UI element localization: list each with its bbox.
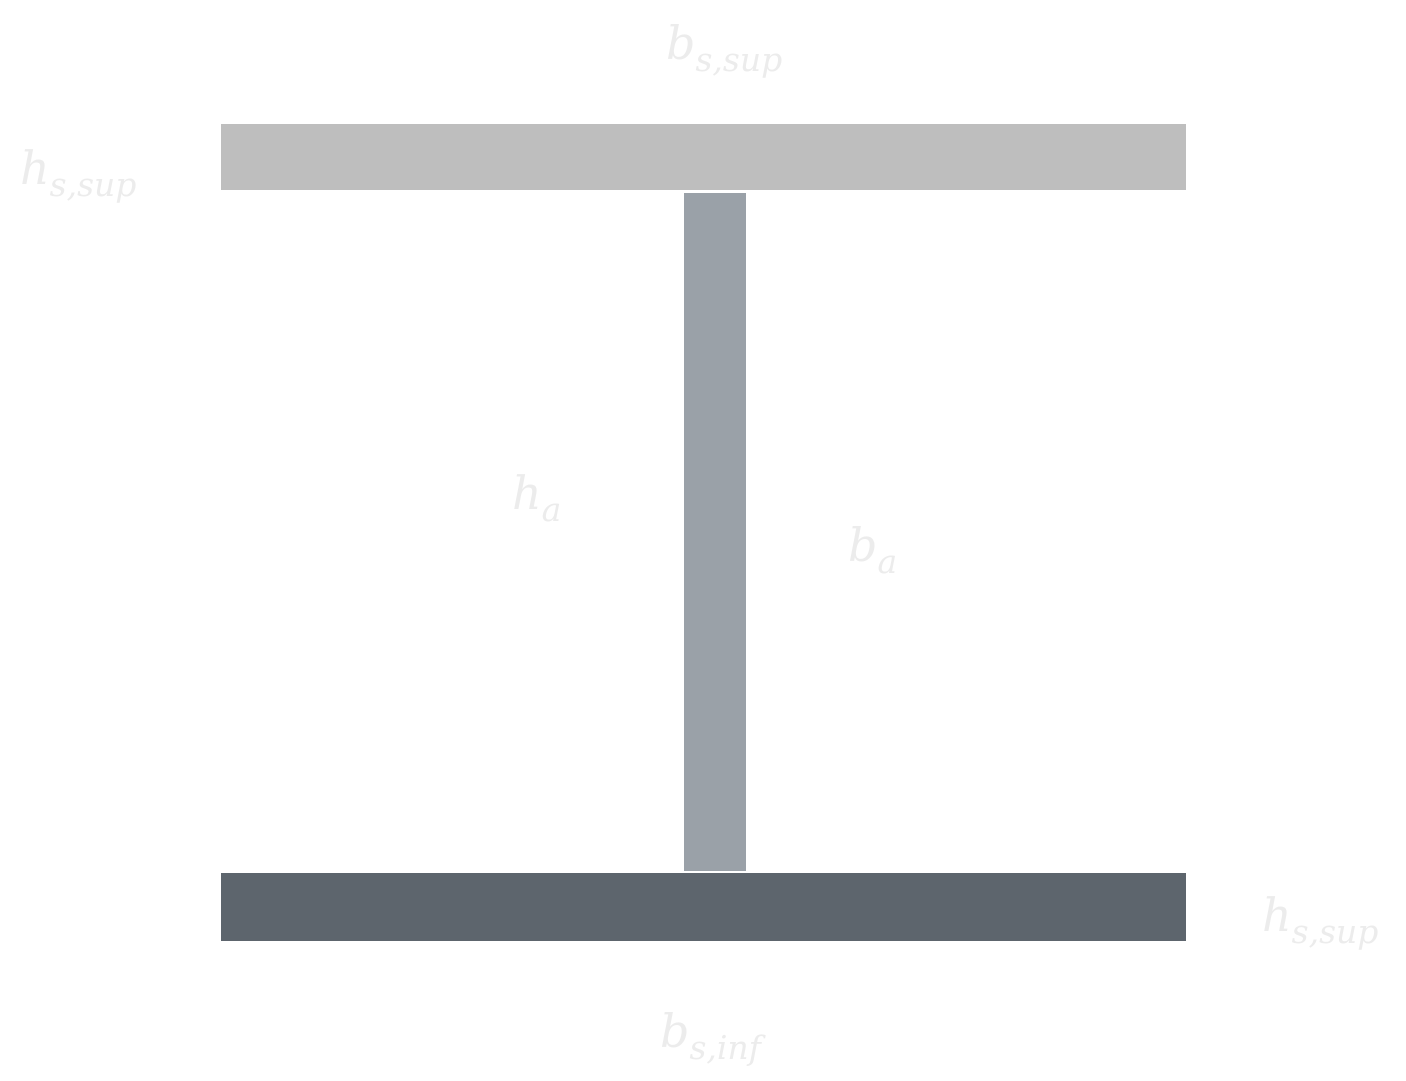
top-flange-plate	[221, 124, 1186, 190]
bottom-flange-plate	[221, 873, 1186, 941]
web-plate	[684, 193, 746, 871]
label-web-width: ba	[848, 518, 898, 581]
label-top-flange-width: bs,sup	[666, 16, 783, 79]
label-web-height: ha	[512, 466, 562, 529]
label-bottom-flange-width: bs,inf	[660, 1004, 761, 1067]
label-bottom-flange-height: hs,sup	[1262, 888, 1379, 951]
label-top-flange-height: hs,sup	[20, 141, 137, 204]
